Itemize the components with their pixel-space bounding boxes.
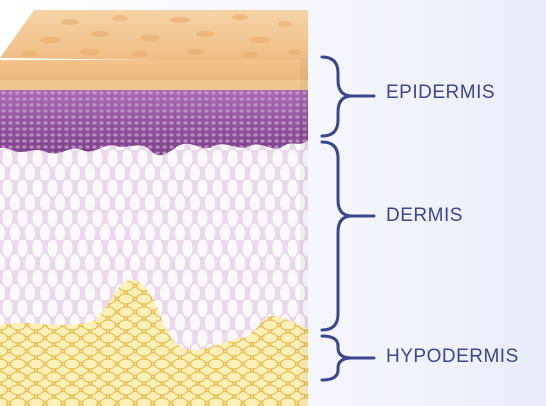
- hypodermis-bracket: [320, 334, 376, 382]
- skin-top-surface: [0, 10, 308, 62]
- hypodermis-layer: [0, 280, 308, 406]
- epidermis-layer: [0, 90, 308, 156]
- dermis-bracket: [320, 140, 376, 332]
- epidermis-bracket: [320, 55, 376, 138]
- hypodermis-label: HYPODERMIS: [386, 346, 519, 367]
- epidermis-label: EPIDERMIS: [386, 82, 496, 103]
- dermis-label: DERMIS: [386, 205, 463, 226]
